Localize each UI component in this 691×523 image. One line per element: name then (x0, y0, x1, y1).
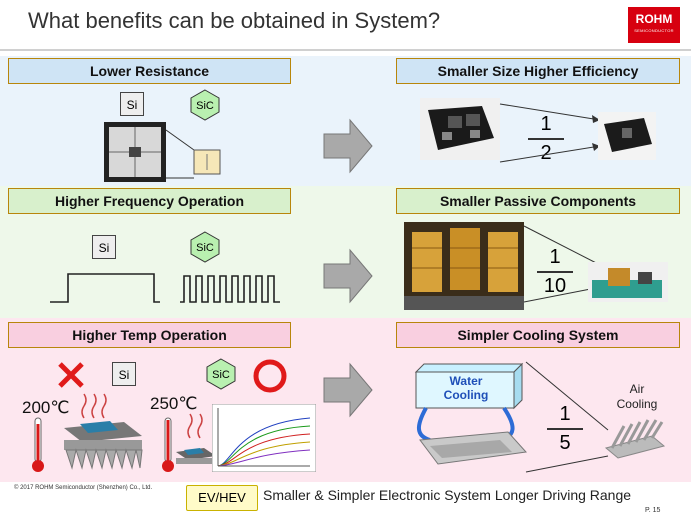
sic-hexagon-icon: SiC (190, 89, 220, 121)
copyright-text: © 2017 ROHM Semiconductor (Shenzhen) Co.… (14, 485, 153, 491)
water-cooling-line1: Water (449, 374, 483, 388)
label-higher-temp: Higher Temp Operation (8, 322, 291, 348)
logo-subtext: SEMICONDUCTOR (634, 28, 674, 33)
temp-si-label: 200℃ (22, 398, 70, 417)
inductor-bank-image (404, 222, 524, 310)
arrow-right-icon (323, 118, 373, 174)
air-cooling-label: Air Cooling (604, 382, 670, 412)
sic-small-module-image (176, 413, 216, 464)
air-cooling-line1: Air (629, 382, 645, 396)
logo-text: ROHM (635, 12, 673, 26)
rohm-logo: ROHM SEMICONDUCTOR (628, 7, 680, 43)
label-simpler-cooling: Simpler Cooling System (396, 322, 680, 348)
label-smaller-passive: Smaller Passive Components (396, 188, 680, 214)
fraction-one-fifth: 1 5 (547, 403, 583, 455)
shrink-lines-3 (525, 361, 609, 473)
thermometer-icon (32, 417, 44, 472)
si-die-image (104, 122, 221, 182)
label-higher-frequency: Higher Frequency Operation (8, 188, 291, 214)
fraction-denominator: 2 (540, 141, 552, 164)
fraction-one-tenth: 1 10 (537, 246, 573, 298)
switching-waveforms (50, 273, 280, 303)
ev-hev-badge: EV/HEV (186, 485, 258, 511)
small-inductor-image (588, 262, 668, 302)
label-lower-resistance: Lower Resistance (8, 58, 291, 84)
sic-label-3: SiC (212, 369, 230, 381)
si-chip-symbol: Si (120, 92, 144, 116)
arrow-right-icon-3 (323, 362, 373, 418)
si-chip-symbol-3: Si (112, 362, 136, 386)
sic-hexagon-icon-2: SiC (190, 231, 220, 263)
fraction-numerator-3: 1 (559, 403, 571, 425)
page-number: P. 15 (645, 507, 661, 514)
fraction-bar-3 (547, 428, 583, 430)
cross-mark-icon (58, 362, 84, 388)
header-divider (0, 49, 691, 51)
label-smaller-size: Smaller Size Higher Efficiency (396, 58, 680, 84)
water-cooling-image (414, 362, 528, 465)
fraction-one-half: 1 2 (528, 113, 564, 165)
shrink-lines (499, 103, 601, 163)
thermometer-icon-2 (162, 417, 174, 472)
fraction-bar-2 (537, 271, 573, 273)
water-cooling-label: Water Cooling (420, 374, 512, 402)
small-power-module-image (598, 112, 656, 160)
sic-label: SiC (196, 100, 214, 112)
temp-sic-label: 250℃ (150, 394, 198, 413)
si-chip-symbol-2: Si (92, 235, 116, 259)
fraction-denominator-3: 5 (559, 431, 571, 454)
sic-hexagon-icon-3: SiC (206, 358, 236, 390)
fraction-denominator-2: 10 (543, 274, 567, 297)
fraction-numerator: 1 (540, 113, 552, 135)
sic-label-2: SiC (196, 242, 214, 254)
circle-ok-icon (253, 359, 287, 393)
temperature-curves-graph (212, 404, 316, 472)
page-title: What benefits can be obtained in System? (28, 8, 441, 33)
si-heatsink-image (64, 393, 143, 470)
arrow-right-icon-2 (323, 248, 373, 304)
fraction-bar (528, 138, 564, 140)
water-cooling-line2: Cooling (443, 388, 489, 402)
air-cooling-line2: Cooling (616, 397, 658, 411)
summary-text: Smaller & Simpler Electronic System Long… (263, 487, 632, 503)
large-power-module-image (420, 98, 500, 160)
air-heatsink-image (604, 419, 666, 459)
fraction-numerator-2: 1 (549, 246, 561, 268)
